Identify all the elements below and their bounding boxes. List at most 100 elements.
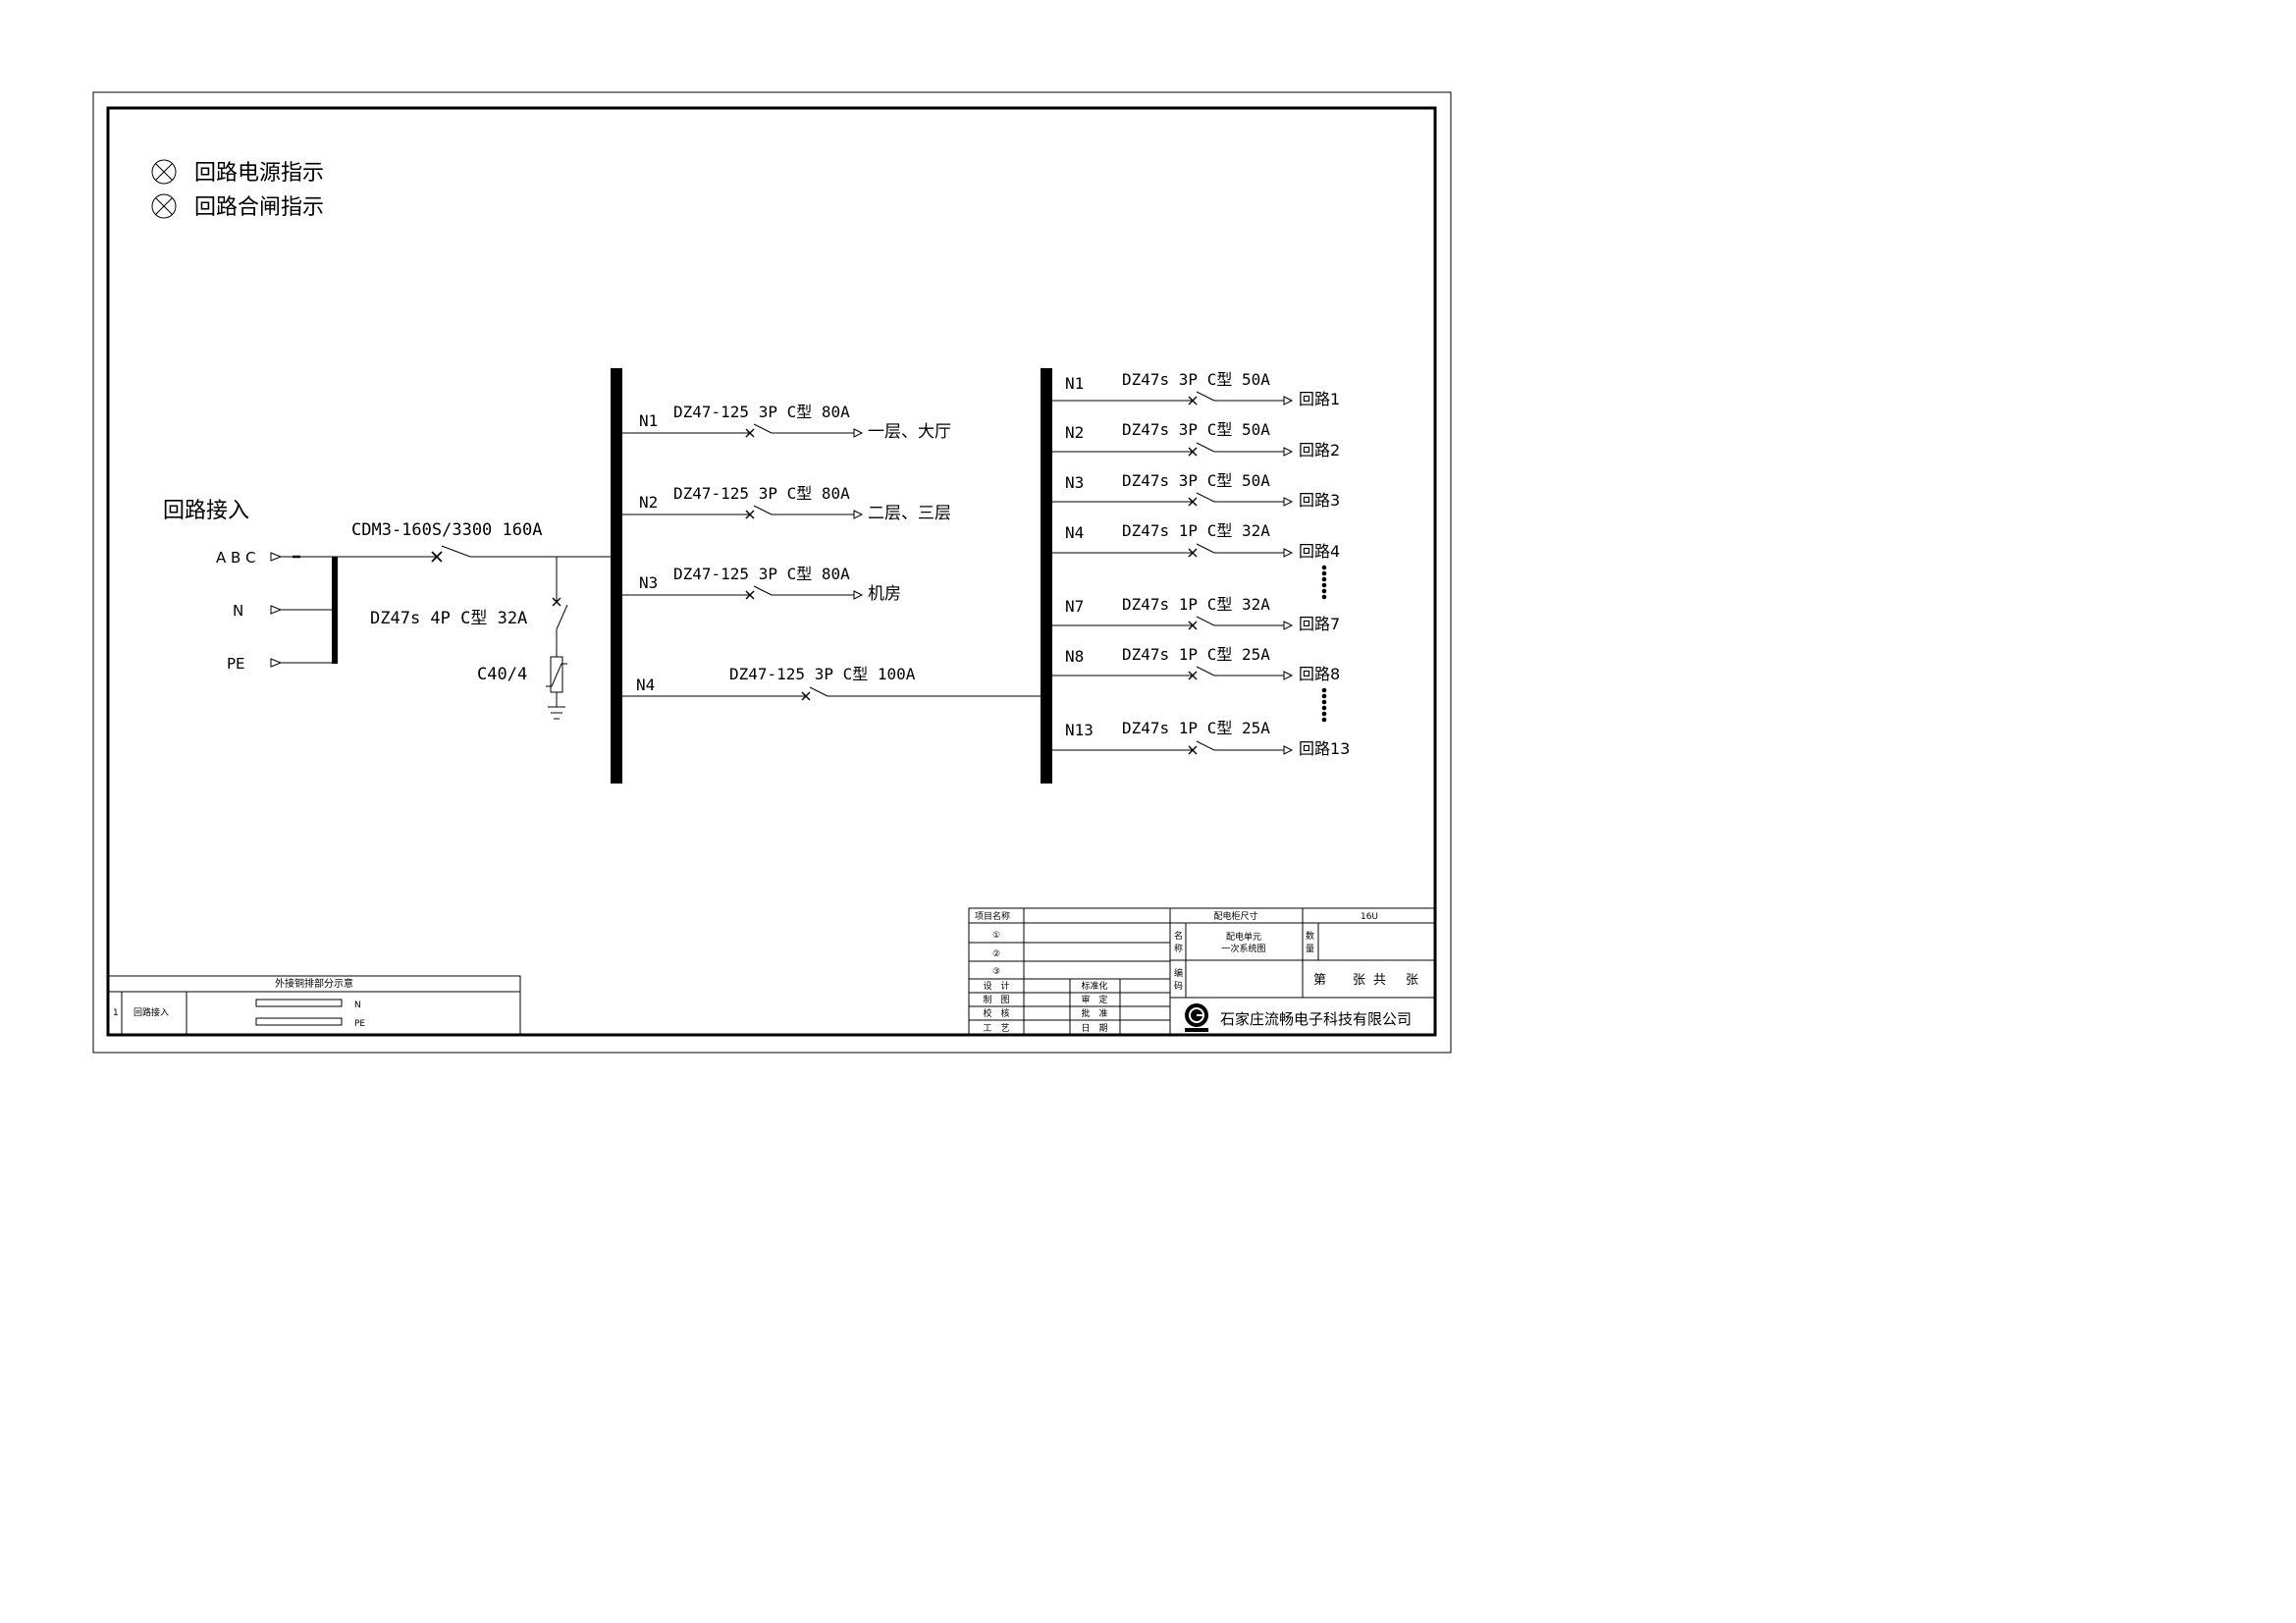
phase-n-label: N [233,602,243,620]
breaker-cross-icon [1188,497,1198,507]
feeder-breaker-label: DZ47-125 3P C型 80A [673,484,850,503]
feeder-breaker-label: DZ47-125 3P C型 80A [673,565,850,583]
bus1-feeder-n4: N4 DZ47-125 3P C型 100A [622,665,1041,701]
bus2-feeder-n4: N4 DZ47s 1P C型 32A 回路4 [1052,521,1340,561]
copper-bar-n [255,999,343,1007]
breaker-cross-icon [1188,621,1198,630]
feeder-breaker-label: DZ47s 1P C型 25A [1122,719,1270,737]
breaker-cross-icon [801,691,811,701]
input-arrow-icon [270,605,283,615]
copper-table-title: 外接铜排部分示意 [275,977,353,990]
check-label: 校 核 [983,1007,1009,1019]
circle-two: ② [992,949,1000,959]
output-arrow-icon [1283,497,1294,507]
feeder-id: N8 [1065,647,1084,666]
indicator-lamp-icon [151,193,177,219]
feeder-id: N1 [639,411,658,430]
sheet-zhang-2: 张 [1406,973,1418,988]
sheet-zhang-1: 张 [1353,973,1365,988]
feeder-breaker-label: DZ47s 1P C型 32A [1122,595,1270,614]
code-label-1: 编 [1174,967,1183,979]
company-logo-icon [1185,1003,1208,1032]
feeder-destination: 回路7 [1299,615,1340,633]
legend-power-label: 回路电源指示 [194,161,324,186]
output-arrow-icon [1283,671,1294,680]
feeder-breaker-label: DZ47s 1P C型 25A [1122,645,1270,664]
bus2-feeder-n7: N7 DZ47s 1P C型 32A 回路7 [1052,595,1340,633]
breaker-cross-icon [745,428,755,438]
input-arrow-icon [270,658,283,668]
review-label: 审 定 [1081,994,1107,1005]
legend-power-indicator: 回路电源指示 [151,159,324,186]
legend-closing-label: 回路合闸指示 [194,195,324,220]
date-label: 日 期 [1081,1023,1107,1034]
feeder-destination: 回路8 [1299,665,1340,683]
output-arrow-icon [1283,548,1294,558]
feeder-breaker-label: DZ47s 3P C型 50A [1122,471,1270,490]
copper-row-name: 回路接入 [133,1006,169,1018]
bus2-feeder-n2: N2 DZ47s 3P C型 50A 回路2 [1052,420,1340,460]
standard-label: 标准化 [1081,980,1107,992]
feeder-destination: 回路1 [1299,390,1340,408]
cabinet-size-label: 配电柜尺寸 [1213,910,1257,922]
indicator-lamp-icon [151,159,177,185]
feeder-id: N4 [1065,523,1084,542]
company-name: 石家庄流畅电子科技有限公司 [1220,1010,1412,1028]
feeder-id: N2 [639,493,658,512]
continuation-dots-icon [1321,565,1327,600]
name-value-1: 配电单元 [1226,931,1261,943]
legend-closing-indicator: 回路合闸指示 [151,193,324,220]
inner-frame [106,106,1437,1037]
project-name-label: 项目名称 [975,910,1010,922]
main-breaker-cross-icon [431,551,443,563]
phase-abc-label: A B C [216,549,256,567]
ground-icon [548,706,565,720]
approve-label: 批 准 [1081,1007,1107,1019]
qty-label-2: 量 [1306,944,1314,954]
phase-pe-label: PE [227,655,245,673]
copper-bar-table: 外接铜排部分示意 1 回路接入 N PE [108,975,521,1036]
process-label: 工 艺 [983,1023,1009,1034]
name-label-2: 称 [1174,943,1183,954]
feeder-breaker-label: DZ47s 1P C型 32A [1122,521,1270,540]
main-breaker-label: CDM3-160S/3300 160A [351,520,542,540]
bus2-feeder-n3: N3 DZ47s 3P C型 50A 回路3 [1052,471,1340,510]
name-value-2: 一次系统图 [1221,943,1265,954]
feeder-destination: 机房 [868,584,901,604]
copper-bar-pe [255,1017,343,1026]
bus2-feeder-n8: N8 DZ47s 1P C型 25A 回路8 [1052,645,1340,683]
copper-row-number: 1 [113,1008,119,1018]
feeder-breaker-label: DZ47s 3P C型 50A [1122,370,1270,389]
output-arrow-icon [853,510,864,519]
spd-breaker-cross-icon [552,597,561,607]
feeder-id: N3 [639,573,658,592]
incoming-title: 回路接入 [163,499,249,523]
breaker-cross-icon [745,590,755,600]
breaker-cross-icon [1188,447,1198,457]
feeder-destination: 二层、三层 [868,504,951,523]
code-label-2: 码 [1174,981,1183,992]
bus1-feeder-n2: N2 DZ47-125 3P C型 80A 二层、三层 [622,484,951,523]
feeder-id: N1 [1065,374,1084,393]
main-bus-bar [611,368,622,784]
sheet-di: 第 [1313,973,1326,988]
feeder-destination: 回路13 [1299,739,1350,758]
spd-breaker-label: DZ47s 4P C型 32A [370,609,527,628]
sheet-gong: 共 [1373,973,1386,988]
title-block: 项目名称 ① ② ③ 设 计 制 图 校 核 工 艺 标准化 审 定 批 准 日… [968,907,1436,1036]
output-arrow-icon [1283,621,1294,630]
feeder-breaker-label: DZ47s 3P C型 50A [1122,420,1270,439]
bus2-feeder-n13: N13 DZ47s 1P C型 25A 回路13 [1052,719,1350,758]
copper-bar-n-label: N [354,1001,361,1010]
breaker-cross-icon [745,510,755,519]
feeder-id: N7 [1065,597,1084,616]
design-label: 设 计 [983,980,1009,992]
feeder-destination: 回路2 [1299,441,1340,460]
name-label-1: 名 [1174,930,1183,942]
spd-breaker-contact [556,604,568,630]
main-breaker-contact [441,545,471,558]
spd-label: C40/4 [477,665,527,684]
feeder-destination: 回路4 [1299,542,1340,561]
circle-three: ③ [992,967,1000,977]
output-arrow-icon [1283,745,1294,755]
